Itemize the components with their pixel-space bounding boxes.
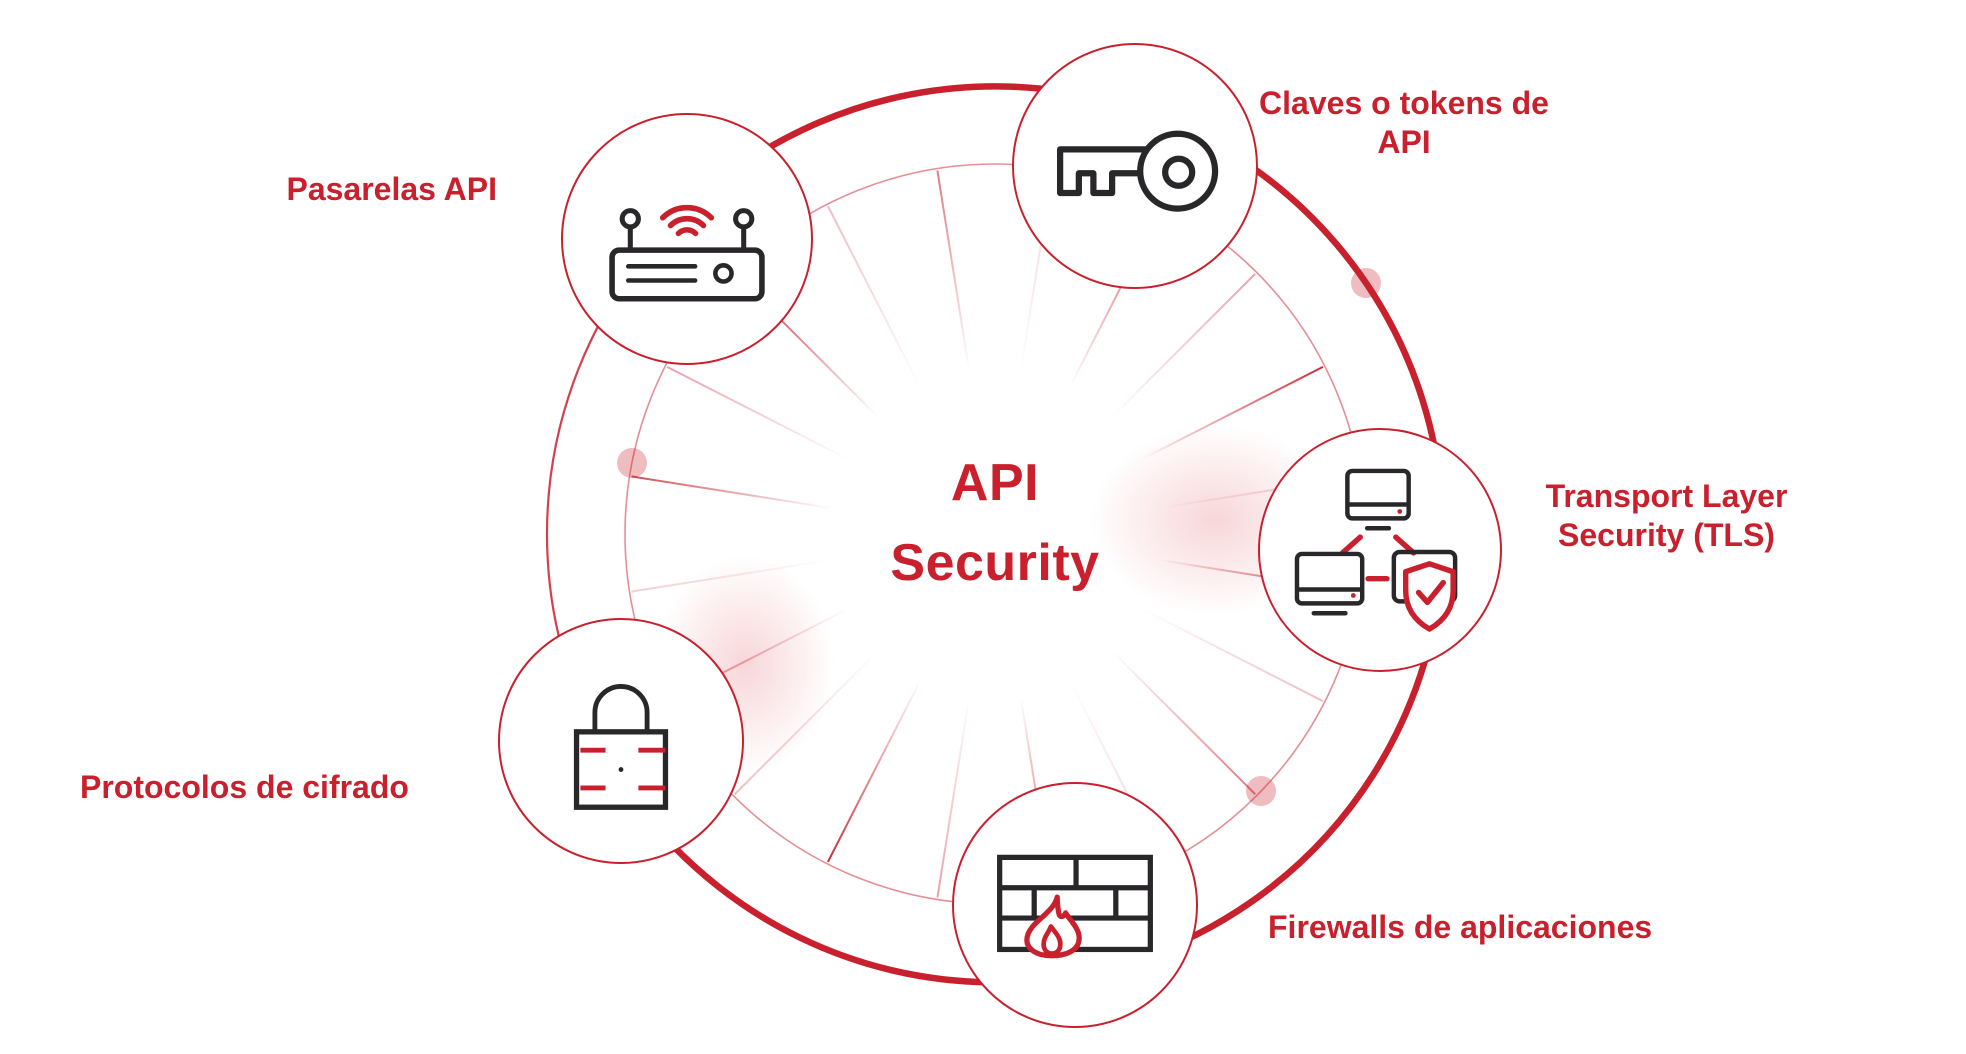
key-icon <box>1057 130 1219 212</box>
center-ray <box>936 662 976 898</box>
node-pasarelas-api-circle <box>561 113 813 365</box>
firewall-flame-icon <box>997 854 1153 958</box>
center-ray <box>1086 625 1256 795</box>
devices-shield-icon <box>1294 468 1458 632</box>
center-ray <box>1086 273 1256 443</box>
label-tls: Transport Layer Security (TLS) <box>1545 478 1788 553</box>
center-ray <box>631 553 867 593</box>
node-claves-tokens-circle <box>1012 43 1258 289</box>
center-rays <box>631 170 1359 898</box>
ring-dot <box>617 448 647 478</box>
center-ray <box>1110 366 1324 476</box>
label-claves-tokens: Claves o tokens de API <box>1259 85 1549 160</box>
center-ray <box>1110 592 1324 702</box>
label-firewalls: Firewalls de aplicaciones <box>1268 909 1653 945</box>
label-protocolos: Protocolos de cifrado <box>80 769 409 805</box>
label-pasarelas-api: Pasarelas API <box>286 171 497 207</box>
center-title-line2: Security <box>890 534 1100 592</box>
ring-dot <box>1246 776 1276 806</box>
center-ray <box>666 366 880 476</box>
padlock-icon <box>573 683 669 810</box>
wifi-router-icon <box>609 204 765 302</box>
center-title-line1: API <box>950 454 1040 512</box>
center-title: API Security <box>745 443 1245 603</box>
center-ray <box>827 205 937 419</box>
center-ray <box>631 475 867 515</box>
center-ray <box>827 649 937 863</box>
center-ray <box>936 170 976 406</box>
center-ray <box>734 625 904 795</box>
ring-dot <box>1351 268 1381 298</box>
node-tls-circle <box>1258 428 1502 672</box>
node-protocolos-circle <box>498 618 744 864</box>
node-firewalls-circle <box>952 782 1198 1028</box>
